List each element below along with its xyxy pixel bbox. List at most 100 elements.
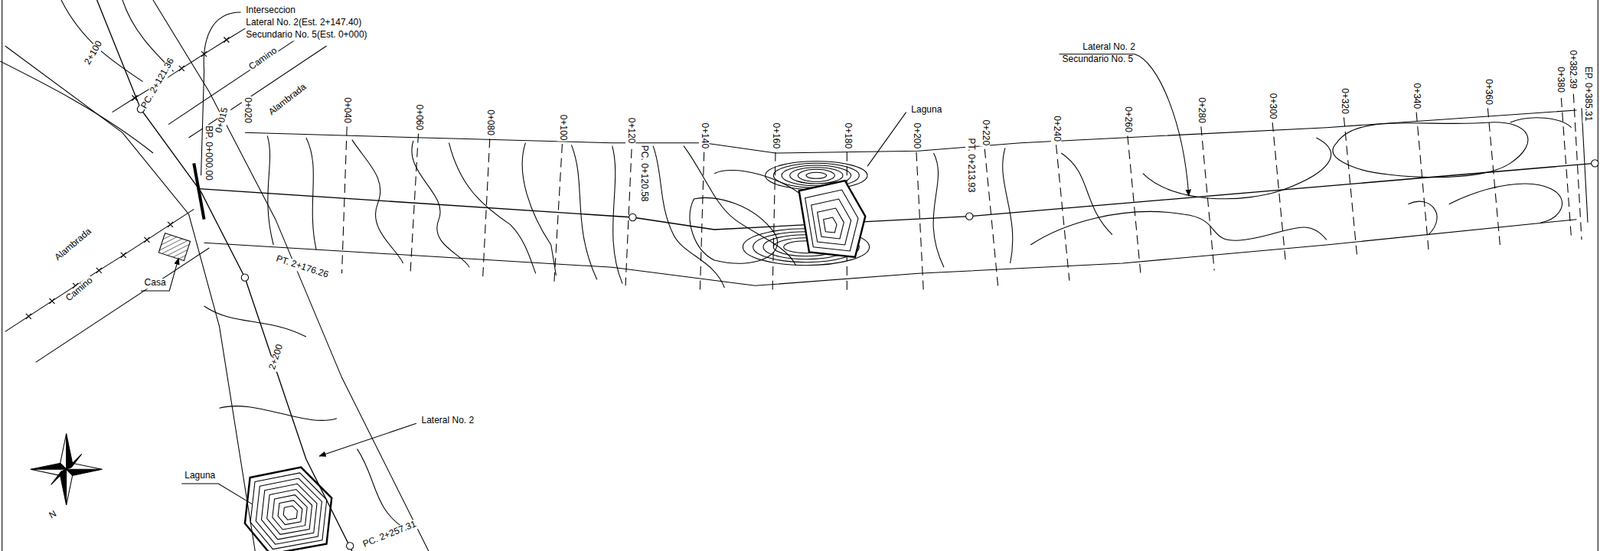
station-lines-part [1416, 112, 1429, 251]
map-label: 0+240 [1051, 114, 1062, 143]
lateral-corridor-part [5, 45, 256, 551]
sheet-frame-part [1, 0, 3, 551]
map-label: Secundario No. 5(Est. 0+000) [244, 30, 369, 41]
null-part-part [255, 478, 322, 545]
station-lines-part [1127, 135, 1141, 276]
roads-and-fences-part [5, 208, 195, 332]
roads-and-fences [5, 25, 327, 363]
map-label: Alambrada [266, 81, 310, 119]
north-arrow-part [30, 463, 67, 470]
map-label: BP. 0+000.00 [202, 124, 213, 182]
map-label: PC. 2+121.36 [139, 55, 178, 112]
map-label: PT. 0+213.93 [965, 137, 976, 194]
null-part-part [244, 467, 332, 551]
station-lines-part [1573, 94, 1582, 241]
map-label: 0+280 [1195, 96, 1206, 125]
map-label: 0+220 [979, 118, 990, 147]
map-label: 0+040 [342, 96, 353, 125]
contour-lines-part [448, 143, 536, 275]
station-lines-part [482, 138, 490, 281]
contour-lines-part [571, 144, 597, 280]
map-label: PC. 0+120.58 [638, 143, 649, 203]
house [158, 233, 190, 262]
null-part [799, 180, 866, 258]
map-label: 0+120 [625, 116, 636, 144]
map-label: Laguna [910, 104, 944, 115]
map-label: Casa [143, 278, 167, 289]
map-label: Lateral No. 2 [1081, 42, 1137, 53]
null-part-part [805, 189, 859, 252]
contour-lines-part [219, 406, 337, 422]
leader-lines-part [867, 112, 907, 167]
contour-lines-part [689, 197, 778, 264]
leader-lines-part [140, 257, 179, 291]
sheet-frame-part [1597, 0, 1599, 551]
contour-lines-part [1002, 147, 1013, 264]
map-label: PT. 2+176.26 [273, 254, 330, 281]
station-lines-part [1343, 117, 1357, 258]
map-label: Secundario No. 5 [1061, 55, 1134, 66]
null-part-part [799, 180, 866, 258]
contour-lines-part [306, 137, 317, 251]
null-part-part [811, 199, 852, 245]
canal-corridor-part [629, 213, 637, 221]
map-label: 0+200 [911, 121, 921, 150]
roads-and-fences-part [35, 248, 210, 363]
null-part-part [267, 489, 313, 535]
null-part-part [277, 500, 303, 526]
map-label: Camino [63, 274, 96, 304]
canal-corridor-part [204, 219, 1578, 287]
contour-lines-part [653, 146, 725, 288]
contour-lines-part [1407, 201, 1437, 236]
map-label: 0+380 [1554, 65, 1565, 94]
map-label: Lateral No. 2 [420, 416, 475, 427]
station-lines-part [984, 149, 998, 287]
north-arrow [30, 434, 102, 506]
leader-lines [140, 12, 1189, 505]
canal-corridor [199, 107, 1599, 286]
laguna-contours [244, 161, 870, 551]
station-lines-part [1272, 122, 1286, 264]
null-part-part [261, 483, 317, 540]
house-part [158, 233, 190, 262]
laguna-contours-part [765, 161, 868, 190]
lateral-corridor-part [241, 274, 249, 281]
station-lines-part [625, 149, 632, 287]
contour-lines-part [267, 135, 274, 245]
laguna-contours-part [790, 167, 843, 184]
map-label: 2+200 [267, 342, 286, 373]
map-label: 2+100 [82, 38, 106, 68]
station-lines [342, 94, 1582, 294]
leader-lines-part [181, 483, 252, 505]
map-label: PC. 2+257.31 [360, 519, 419, 551]
contour-lines-part [1142, 137, 1332, 200]
contour-lines-part [522, 143, 556, 276]
map-label: 0+100 [557, 113, 568, 141]
map-label: 0+320 [1338, 87, 1349, 115]
null-part [244, 467, 332, 551]
canal-corridor-part [199, 163, 1595, 230]
null-part-part [272, 495, 307, 530]
station-lines-part [342, 126, 348, 274]
north-arrow-part [66, 453, 82, 470]
station-lines-part [1560, 97, 1571, 240]
null-part-part [817, 208, 845, 239]
lateral-corridor-part [153, 0, 429, 551]
contour-lines-part [1449, 183, 1563, 223]
map-label: Laguna [183, 471, 217, 482]
null-part-part [823, 217, 837, 233]
contour-lines-part [1061, 153, 1113, 236]
map-label: Camino [246, 45, 281, 73]
contour-lines-part [933, 153, 944, 268]
contour-lines-part [714, 169, 807, 200]
map-label: 0+340 [1410, 81, 1421, 110]
lateral-corridor [5, 0, 429, 551]
laguna-contours-part [806, 172, 827, 179]
north-arrow-part [66, 469, 73, 506]
roads-and-fences-part [168, 32, 307, 125]
station-lines-part [916, 152, 924, 291]
north-arrow-part [51, 469, 67, 485]
